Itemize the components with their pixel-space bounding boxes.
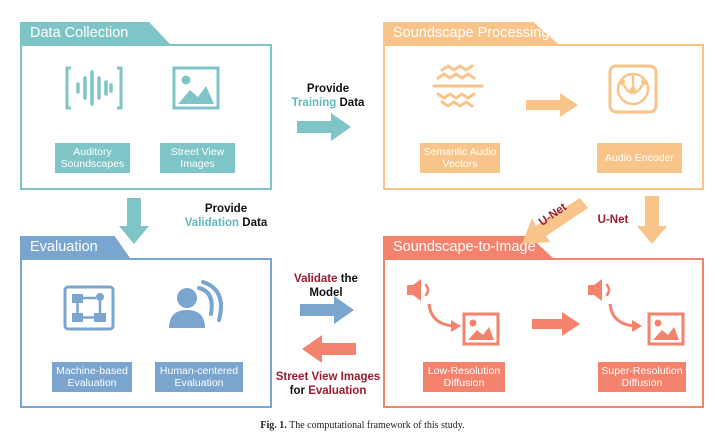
data-collection-title: Data Collection	[30, 25, 129, 41]
provide-validation-line1: Provide	[204, 203, 248, 215]
caption-label: Fig. 1.	[260, 420, 287, 431]
validate-arrow	[300, 296, 354, 324]
low-res-image-icon	[462, 312, 500, 346]
soundscape-processing-panel	[383, 44, 704, 190]
super-resolution-diffusion-label: Super-Resolution Diffusion	[598, 362, 686, 392]
soundscape-processing-tab: Soundscape Processing	[383, 22, 558, 44]
evaluation-highlight: Evaluation	[308, 385, 367, 397]
low-resolution-diffusion-label: Low-Resolution Diffusion	[423, 362, 505, 392]
provide-training-text: Provide Training Data	[282, 82, 374, 110]
semantic-audio-vectors-label: Semantic Audio Vectors	[420, 143, 500, 173]
for-prefix: for	[289, 385, 309, 397]
unet-vertical-arrow	[637, 196, 667, 244]
street-view-eval-arrow	[302, 335, 356, 363]
machine-based-evaluation-label: Machine-based Evaluation	[52, 362, 132, 392]
training-highlight: Training	[291, 97, 337, 109]
super-res-image-icon	[647, 312, 685, 346]
speaker-icon-left	[407, 279, 430, 301]
speaker-icon-right	[588, 279, 611, 301]
machine-evaluation-icon	[63, 285, 115, 331]
training-rest: Data	[336, 97, 365, 109]
figure-caption: Fig. 1. The computational framework of t…	[0, 420, 725, 431]
audio-encoder-label: Audio Encoder	[597, 143, 682, 173]
provide-training-line1: Provide	[306, 83, 350, 95]
validation-highlight: Validation	[184, 217, 240, 229]
human-evaluation-icon	[169, 280, 223, 328]
evaluation-panel	[20, 258, 272, 408]
curved-arrow-right	[608, 303, 642, 332]
audio-encoder-icon	[608, 64, 658, 114]
validation-arrow	[119, 198, 149, 244]
waveform-icon	[65, 66, 123, 110]
provide-validation-text: Provide Validation Data	[172, 202, 280, 230]
validate-model-text: Validate the Model	[276, 272, 376, 300]
curved-arrow-left	[427, 303, 461, 332]
training-arrow	[297, 113, 351, 141]
validate-rest: the Model	[309, 273, 358, 299]
soundscape-processing-title: Soundscape Processing	[393, 25, 550, 41]
data-collection-tab: Data Collection	[20, 22, 170, 44]
soundscape-to-image-tab: Soundscape-to-Image	[383, 236, 553, 258]
diffusion-arrow-icon	[532, 312, 580, 336]
street-view-highlight: Street View Images	[275, 371, 381, 383]
soundscape-to-image-panel	[383, 258, 704, 408]
street-view-eval-text: Street View Images for Evaluation	[272, 370, 384, 398]
auditory-soundscapes-label: Auditory Soundscapes	[55, 143, 130, 173]
soundscape-to-image-title: Soundscape-to-Image	[393, 239, 536, 255]
image-icon	[172, 66, 220, 110]
evaluation-title: Evaluation	[30, 239, 98, 255]
evaluation-tab: Evaluation	[20, 236, 130, 258]
unet-right-label: U-Net	[597, 214, 629, 226]
audio-vector-icon	[432, 64, 484, 108]
street-view-images-label: Street View Images	[160, 143, 235, 173]
data-collection-panel	[20, 44, 272, 190]
human-centered-evaluation-label: Human-centered Evaluation	[155, 362, 243, 392]
validate-highlight: Validate	[294, 273, 338, 285]
processing-arrow-icon	[526, 93, 578, 117]
unet-diagonal-arrow	[522, 198, 588, 244]
caption-text: The computational framework of this stud…	[286, 420, 465, 431]
validation-rest: Data	[239, 217, 268, 229]
